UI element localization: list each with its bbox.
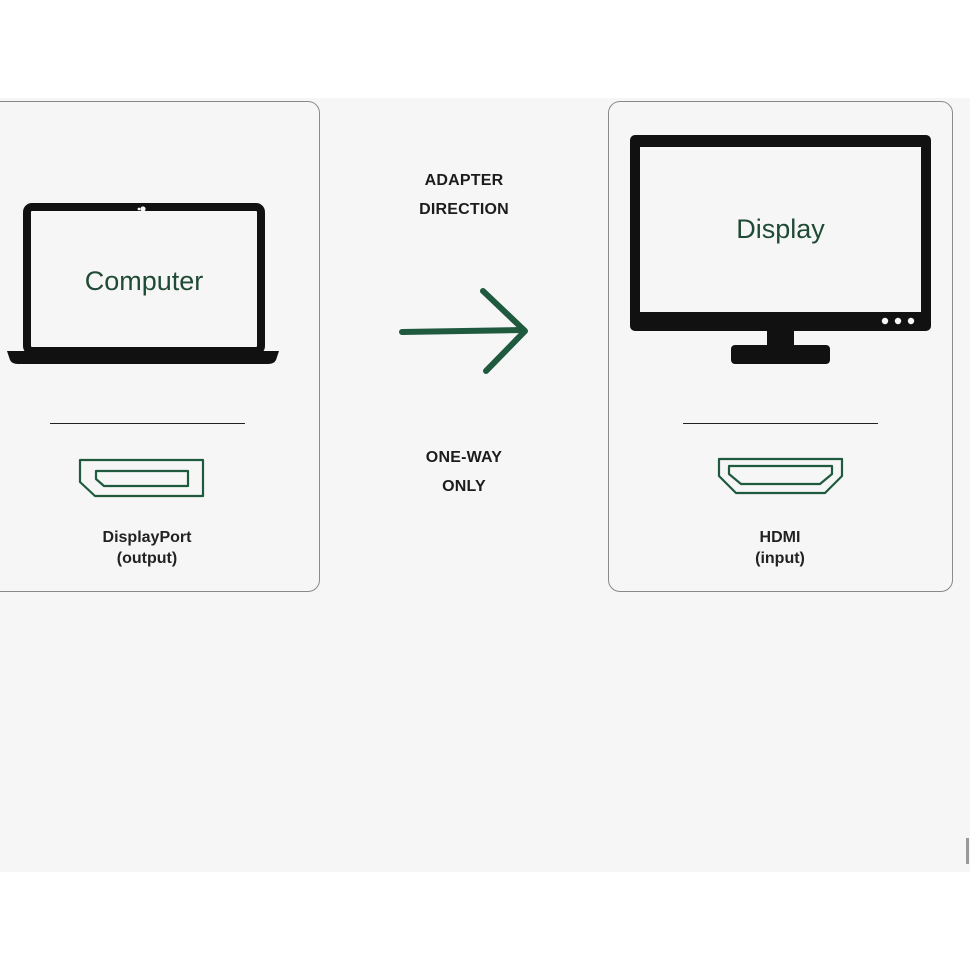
computer-divider [50, 423, 245, 424]
computer-screen-label: Computer [84, 266, 204, 296]
edge-scroll-mark [966, 838, 969, 864]
hdmi-name: HDMI [759, 529, 801, 546]
displayport-name: DisplayPort [102, 529, 192, 546]
adapter-direction-line2: DIRECTION [419, 201, 509, 218]
one-way-line2: ONLY [442, 478, 486, 495]
display-screen-label: Display [736, 214, 825, 244]
computer-card [0, 101, 320, 592]
hdmi-role: (input) [755, 550, 805, 567]
adapter-direction-label: ADAPTER DIRECTION [364, 166, 564, 224]
displayport-label: DisplayPort (output) [47, 527, 247, 569]
displayport-role: (output) [116, 550, 178, 567]
hdmi-label: HDMI (input) [680, 527, 880, 569]
display-divider [683, 423, 878, 424]
one-way-line1: ONE-WAY [425, 449, 503, 466]
one-way-label: ONE-WAY ONLY [364, 443, 564, 501]
adapter-direction-line1: ADAPTER [424, 172, 504, 189]
